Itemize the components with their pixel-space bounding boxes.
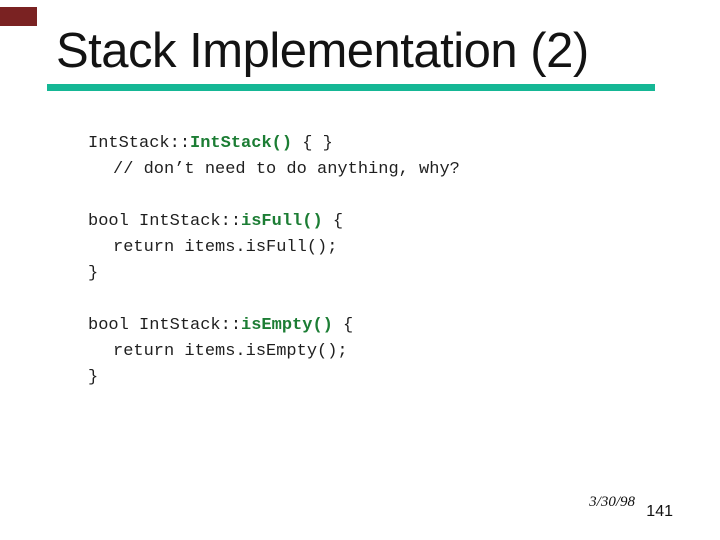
code-keyword: isEmpty() [241,316,333,335]
code-text: IntStack:: [88,134,191,153]
code-line: bool IntStack::isFull() { [88,209,648,235]
code-block: bool IntStack::isEmpty() {return items.i… [88,313,648,391]
code-line: bool IntStack::isEmpty() { [88,313,648,339]
code-line: return items.isFull(); [88,235,648,261]
code-area: IntStack::IntStack() { }// don’t need to… [88,131,648,417]
code-text: { [322,212,344,231]
code-block: bool IntStack::isFull() {return items.is… [88,209,648,287]
footer-page-number: 141 [646,503,673,520]
title-underline-rule [47,84,655,91]
code-text: { } [292,134,333,153]
code-text: bool IntStack:: [88,212,242,231]
code-text: bool IntStack:: [88,316,242,335]
slide-title: Stack Implementation (2) [56,24,589,78]
code-line: return items.isEmpty(); [88,339,648,365]
code-text: return items.isEmpty(); [113,342,348,361]
code-line: // don’t need to do anything, why? [88,157,648,183]
code-block: IntStack::IntStack() { }// don’t need to… [88,131,648,183]
code-text: } [88,368,99,387]
corner-accent-rect [0,7,37,26]
code-keyword: isFull() [241,212,323,231]
code-text: { [332,316,354,335]
code-text: } [88,264,99,283]
footer-date: 3/30/98 [589,494,635,510]
code-line: } [88,365,648,391]
code-text: // don’t need to do anything, why? [113,160,460,179]
code-text: return items.isFull(); [113,238,338,257]
code-line: } [88,261,648,287]
code-line: IntStack::IntStack() { } [88,131,648,157]
code-keyword: IntStack() [190,134,293,153]
